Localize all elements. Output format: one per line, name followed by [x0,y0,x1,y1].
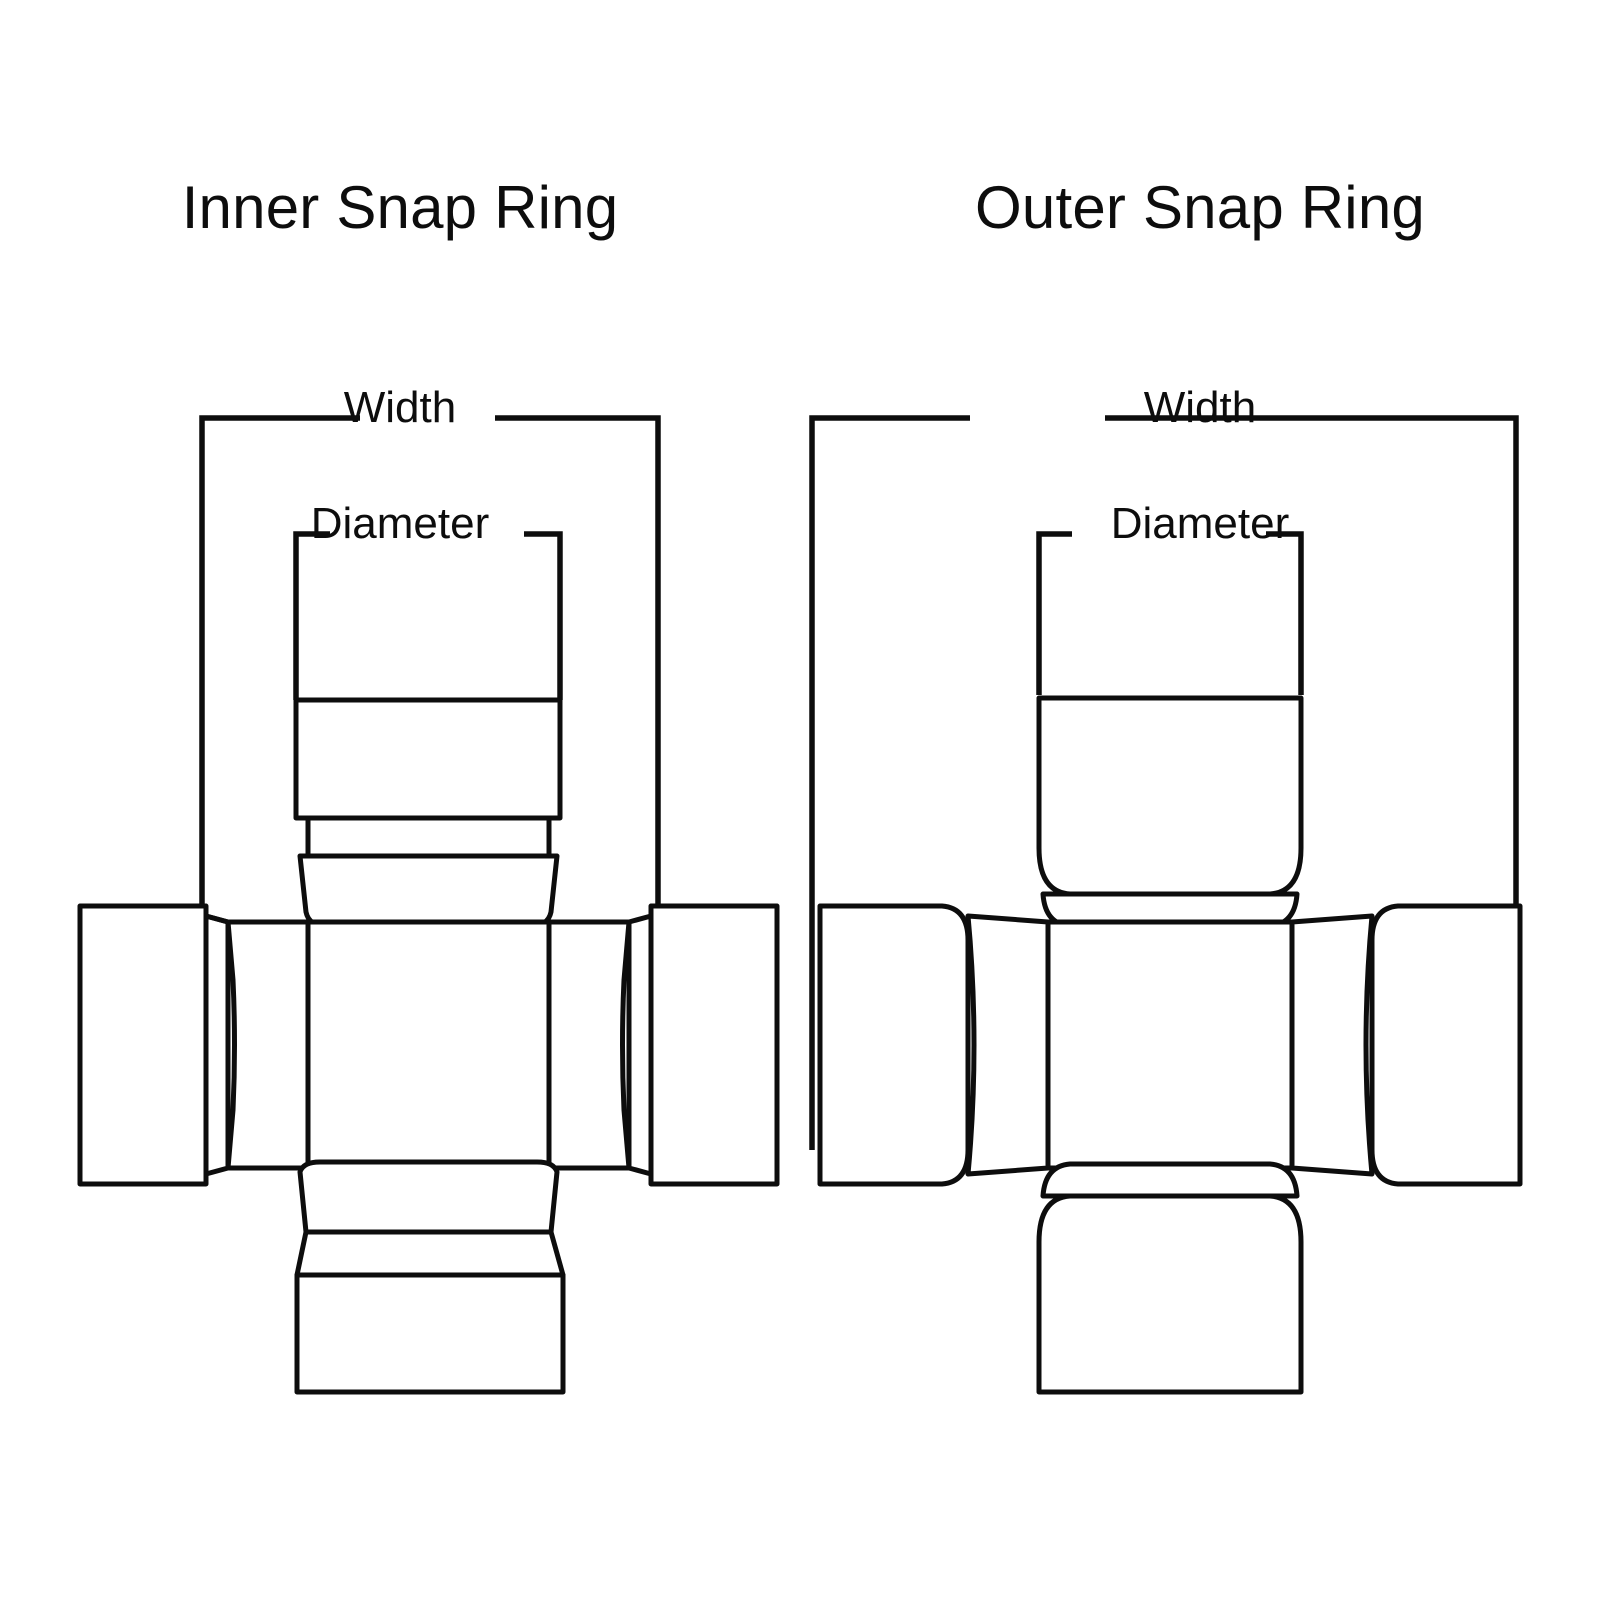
diameter-dimension-bracket-inner [293,531,563,700]
cross-center-body-inner [305,919,552,1171]
panel-outer-snap-ring: Outer Snap Ring Width Diameter [800,0,1600,1600]
left-bearing-cap-outer [817,903,971,1187]
inner-snap-ring-drawing [77,415,780,1395]
top-bearing-cap-outer [1036,695,1304,897]
bottom-bearing-cap-inner [294,1272,566,1395]
diameter-dimension-bracket-outer [1036,531,1304,695]
top-snap-ring-band-inner [305,815,552,859]
right-trunnion-taper-inner [546,919,632,1171]
left-trunnion-inner-line-inner [203,913,231,925]
panel-title-inner: Inner Snap Ring [181,174,619,241]
panel-title-outer: Outer Snap Ring [975,174,1425,241]
left-trunnion-taper-inner [225,919,311,1171]
bottom-cap-seating-band-outer [1040,1161,1300,1199]
left-snap-ring-band-inner [203,913,231,1177]
outer-snap-ring-drawing [809,415,1523,1395]
dimension-label-diameter-outer: Diameter [1110,499,1290,548]
left-bearing-cap-inner [77,903,209,1187]
dimension-label-width-outer: Width [1143,383,1257,432]
top-bearing-cap-inner [293,697,563,821]
right-bearing-cap-inner [648,903,780,1187]
left-trunnion-taper-outer [965,913,1051,1177]
right-snap-ring-band-inner [626,913,654,1177]
bottom-bearing-cap-outer [1036,1193,1304,1395]
right-trunnion-taper-outer [1289,913,1375,1177]
dimension-label-diameter-inner: Diameter [310,499,490,548]
bottom-trunnion-shoulder-inner [297,1159,560,1235]
dimension-label-width-inner: Width [343,383,457,432]
cross-center-body-outer [1045,919,1295,1171]
top-trunnion-shoulder-inner [297,853,560,929]
bottom-snap-ring-band-inner [294,1229,566,1278]
panel-inner-snap-ring: Inner Snap Ring Width Diameter [77,174,780,1395]
right-bearing-cap-outer [1369,903,1523,1187]
